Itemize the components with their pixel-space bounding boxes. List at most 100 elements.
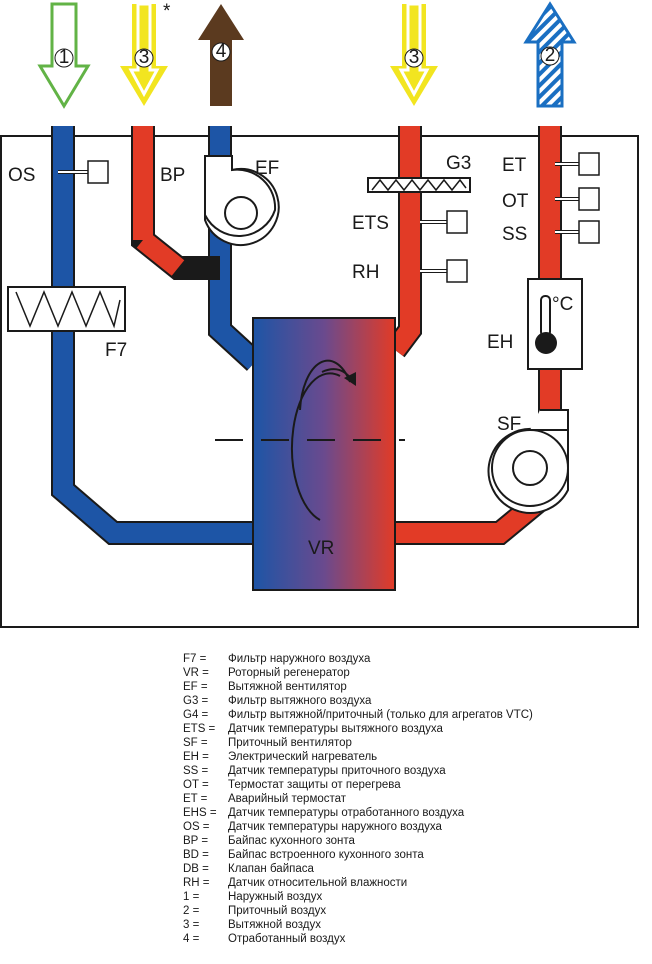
legend-row: G4 = Фильтр вытяжной/приточный (только дл…	[183, 708, 533, 722]
label-rh: RH	[352, 262, 379, 283]
legend-description: Фильтр вытяжной/приточный (только для аг…	[228, 709, 533, 721]
legend-row: BD =Байпас встроенного кухонного зонта	[183, 848, 533, 862]
legend-row: 4 =Отработанный воздух	[183, 932, 533, 946]
label-bp: BP	[160, 165, 185, 186]
legend-row: G3 = Фильтр вытяжного воздуха	[183, 694, 533, 708]
legend-key: DB =	[183, 863, 209, 875]
arrow-3-right-number: 3	[409, 47, 420, 68]
legend-row: 1 = Наружный воздух	[183, 890, 533, 904]
legend-description: Электрический нагреватель	[228, 751, 378, 763]
legend-key: 2 =	[183, 905, 200, 917]
legend-description: Приточный воздух	[228, 905, 327, 917]
arrow-outdoor-air: 1	[37, 2, 91, 109]
legend-description: Датчик температуры наружного воздуха	[228, 821, 442, 833]
legend-key: OS =	[183, 821, 210, 833]
arrow-3-left-number: 3	[139, 47, 150, 68]
legend-key: 3 =	[183, 919, 200, 931]
legend-key: EH =	[183, 751, 209, 763]
legend-description: Термостат защиты от перегрева	[228, 779, 401, 791]
g3-filter	[367, 177, 471, 193]
ef-fan	[204, 155, 280, 246]
legend-row: EF = Вытяжной вентилятор	[183, 680, 533, 694]
legend-description: Датчик температуры отработанного воздуха	[228, 807, 465, 819]
label-ot: OT	[502, 191, 529, 212]
label-eh: EH	[487, 332, 513, 353]
legend-key: EHS =	[183, 807, 217, 819]
legend-description: Фильтр вытяжного воздуха	[228, 695, 372, 707]
legend-description: Датчик температуры вытяжного воздуха	[228, 723, 443, 735]
bypass-duct	[131, 126, 220, 280]
legend-row: RH =Датчик относительной влажности	[183, 876, 533, 890]
legend-description: Приточный вентилятор	[228, 737, 352, 749]
legend-key: BP =	[183, 835, 209, 847]
legend-description: Датчик температуры приточного воздуха	[228, 765, 446, 777]
legend-key: SS =	[183, 765, 209, 777]
label-g3: G3	[446, 153, 471, 174]
legend-description: Датчик относительной влажности	[228, 877, 408, 889]
legend-key: VR =	[183, 667, 209, 679]
os-sensor	[58, 160, 109, 184]
label-ef: EF	[255, 158, 279, 179]
legend-key: 4 =	[183, 933, 200, 945]
legend-key: OT =	[183, 779, 209, 791]
legend-row: VR = Роторный регенератор	[183, 666, 533, 680]
legend-description: Фильтр наружного воздуха	[228, 653, 371, 665]
legend-row: ETS = Датчик температуры вытяжного воздух…	[183, 722, 533, 736]
label-sf: SF	[497, 414, 521, 435]
arrow-extract-air-right: 3	[390, 2, 438, 106]
legend-row: 2 = Приточный воздух	[183, 904, 533, 918]
ss-sensor	[555, 220, 600, 244]
arrow-2-number: 2	[545, 45, 556, 66]
arrow-exhaust-air: 4	[198, 4, 244, 106]
legend-key: ET =	[183, 793, 208, 805]
legend-description: Вытяжной вентилятор	[228, 681, 347, 693]
unit-casing	[0, 135, 639, 628]
legend-key: EF =	[183, 681, 208, 693]
legend-description: Байпас кухонного зонта	[228, 835, 355, 847]
sf-fan	[487, 409, 569, 514]
legend-key: ETS =	[183, 723, 216, 735]
arrow-extract-air-left: 3 *	[120, 1, 171, 106]
f7-filter	[7, 286, 126, 332]
rotor-regenerator	[252, 317, 396, 591]
legend-row: SS = Датчик температуры приточного воздух…	[183, 764, 533, 778]
legend-row: 3 = Вытяжной воздух	[183, 918, 533, 932]
legend: F7 = Фильтр наружного воздуха VR = Роторный…	[183, 652, 533, 946]
extract-air-duct	[385, 126, 422, 358]
legend-key: 1 =	[183, 891, 200, 903]
legend-description: Клапан байпаса	[228, 863, 314, 875]
legend-key: SF =	[183, 737, 208, 749]
label-deg-c: °C	[552, 294, 573, 315]
label-vr: VR	[308, 538, 334, 559]
arrow-supply-air: 2	[523, 1, 577, 108]
legend-key: G3 =	[183, 695, 209, 707]
ets-sensor	[420, 210, 468, 234]
legend-row: ET = Аварийный термостат	[183, 792, 533, 806]
legend-key: G4 =	[183, 709, 209, 721]
legend-row: EH = Электрический нагреватель	[183, 750, 533, 764]
legend-row: SF = Приточный вентилятор	[183, 736, 533, 750]
legend-description: Роторный регенератор	[228, 667, 350, 679]
legend-row: BP = Байпас кухонного зонта	[183, 834, 533, 848]
label-os: OS	[8, 165, 35, 186]
et-sensor	[555, 152, 600, 176]
legend-key: BD =	[183, 849, 209, 861]
legend-row: DB = Клапан байпаса	[183, 862, 533, 876]
legend-key: F7 =	[183, 653, 207, 665]
eh-heater	[527, 278, 583, 370]
legend-row: OS = Датчик температуры наружного воздуха	[183, 820, 533, 834]
legend-description: Аварийный термостат	[228, 793, 347, 805]
asterisk-label: *	[163, 1, 171, 22]
label-et: ET	[502, 155, 527, 176]
legend-row: F7 = Фильтр наружного воздуха	[183, 652, 533, 666]
legend-description: Наружный воздух	[228, 891, 323, 903]
legend-row: EHS = Датчик температуры отработанного во…	[183, 806, 533, 820]
arrow-1-number: 1	[59, 47, 70, 68]
label-f7: F7	[105, 340, 127, 361]
rh-sensor	[420, 259, 468, 283]
label-ss: SS	[502, 224, 527, 245]
ot-sensor	[555, 187, 600, 211]
label-ets: ETS	[352, 213, 389, 234]
legend-description: Вытяжной воздух	[228, 919, 321, 931]
ventilation-diagram: 1 3 * 4 3 2 OS BP EF G3 ET OT SS ETS RH …	[0, 1, 639, 628]
